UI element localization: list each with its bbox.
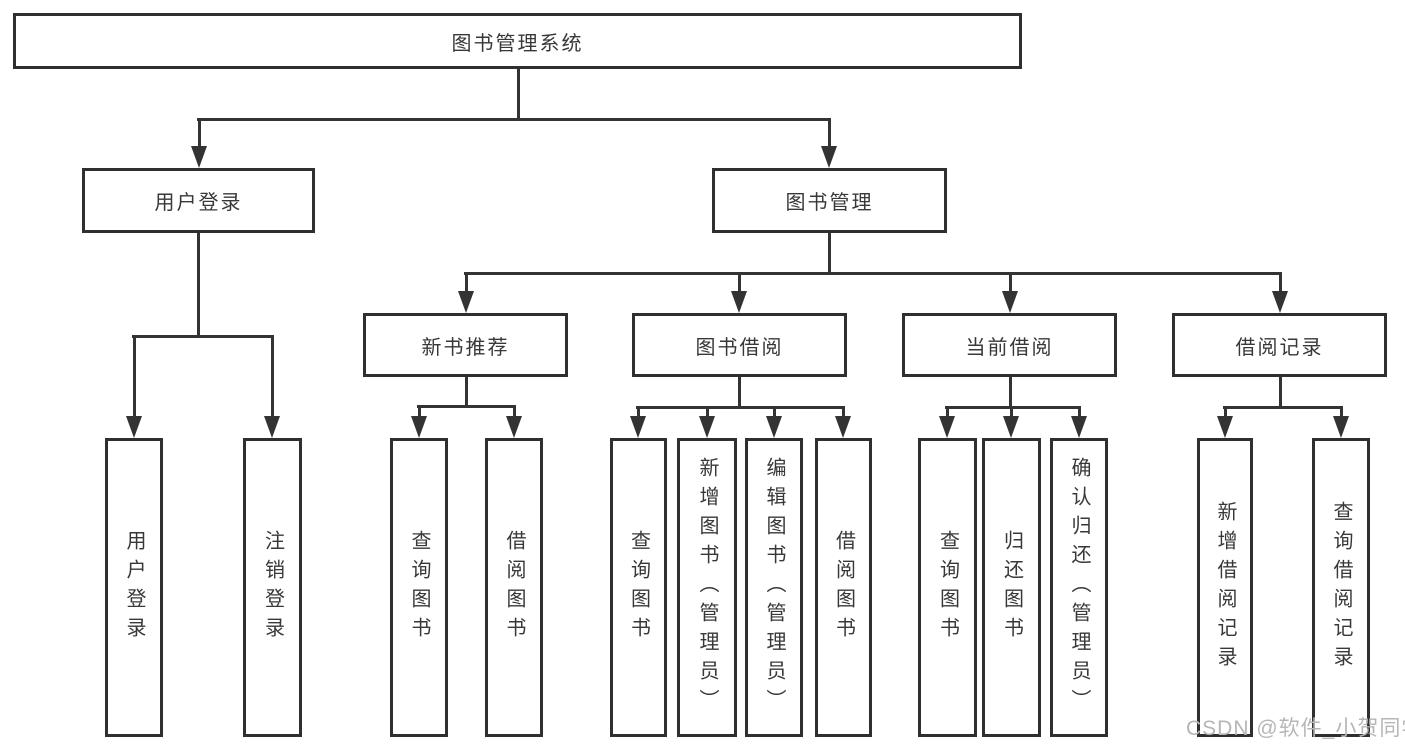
node-new-book-recommend: 新书推荐 (363, 313, 568, 377)
node-borrowing-records: 借阅记录 (1172, 313, 1387, 377)
arrowhead-down-icon (411, 416, 427, 438)
connector-line-vertical (197, 119, 201, 150)
arrowhead-down-icon (1217, 416, 1233, 438)
connector-line-vertical (1009, 407, 1013, 420)
connector-line-horizontal (197, 117, 831, 121)
connector-line-vertical (705, 407, 709, 420)
node-book-borrowing: 图书借阅 (632, 313, 847, 377)
arrowhead-down-icon (731, 291, 747, 313)
node-library-management-system: 图书管理系统 (13, 13, 1022, 69)
csdn-watermark: CSDN @软件_小贺同学 (1186, 717, 1405, 740)
node-user-login: 用户登录 (82, 168, 315, 233)
connector-line-vertical (737, 377, 741, 408)
leaf-borrow-books-recommend: 借阅图书 (485, 438, 543, 737)
leaf-user-login: 用户登录 (105, 438, 163, 737)
connector-line-vertical (1278, 377, 1282, 408)
arrowhead-down-icon (1333, 416, 1349, 438)
leaf-add-books-admin: 新增图书（管理员） (677, 438, 737, 737)
leaf-query-books-current: 查询图书 (918, 438, 977, 737)
connector-line-horizontal (636, 405, 845, 409)
arrowhead-down-icon (191, 146, 207, 168)
leaf-logout: 注销登录 (243, 438, 302, 737)
arrowhead-down-icon (630, 416, 646, 438)
leaf-return-books: 归还图书 (982, 438, 1041, 737)
leaf-query-books-borrowing: 查询图书 (610, 438, 667, 737)
connector-line-horizontal (132, 334, 274, 338)
connector-line-vertical (512, 406, 516, 420)
connector-line-vertical (1278, 273, 1282, 294)
arrowhead-down-icon (1003, 416, 1019, 438)
connector-line-vertical (841, 407, 845, 420)
leaf-edit-books-admin: 编辑图书（管理员） (745, 438, 803, 737)
arrowhead-down-icon (766, 416, 782, 438)
connector-line-vertical (1339, 407, 1343, 420)
arrowhead-down-icon (821, 146, 837, 168)
arrowhead-down-icon (1071, 416, 1087, 438)
connector-line-vertical (464, 273, 468, 294)
arrowhead-down-icon (1002, 291, 1018, 313)
leaf-confirm-return-admin: 确认归还（管理员） (1050, 438, 1108, 737)
arrowhead-down-icon (699, 416, 715, 438)
connector-line-vertical (827, 119, 831, 150)
connector-line-horizontal (417, 404, 516, 408)
arrowhead-down-icon (835, 416, 851, 438)
connector-line-vertical (1008, 273, 1012, 294)
arrowhead-down-icon (1272, 291, 1288, 313)
arrowhead-down-icon (458, 291, 474, 313)
connector-line-vertical (945, 407, 949, 420)
node-book-management: 图书管理 (712, 168, 947, 233)
connector-line-vertical (464, 377, 468, 407)
connector-line-vertical (417, 406, 421, 420)
arrowhead-down-icon (126, 416, 142, 438)
connector-line-horizontal (1223, 405, 1343, 409)
leaf-add-borrow-record: 新增借阅记录 (1197, 438, 1253, 737)
connector-line-vertical (132, 336, 136, 420)
connector-line-horizontal (464, 271, 1282, 275)
connector-line-horizontal (945, 405, 1081, 409)
arrowhead-down-icon (264, 416, 280, 438)
connector-line-vertical (737, 273, 741, 294)
connector-line-vertical (1008, 377, 1012, 408)
node-current-borrowing: 当前借阅 (902, 313, 1117, 377)
connector-line-vertical (827, 233, 831, 275)
connector-line-vertical (1077, 407, 1081, 420)
arrowhead-down-icon (939, 416, 955, 438)
leaf-borrow-books: 借阅图书 (815, 438, 872, 737)
connector-line-vertical (1223, 407, 1227, 420)
connector-line-vertical (636, 407, 640, 420)
leaf-query-borrow-record: 查询借阅记录 (1312, 438, 1370, 737)
arrowhead-down-icon (506, 416, 522, 438)
connector-line-vertical (270, 336, 274, 420)
connector-line-vertical (772, 407, 776, 420)
connector-line-vertical (196, 233, 200, 337)
connector-line-vertical (516, 69, 520, 121)
leaf-query-books-recommend: 查询图书 (390, 438, 448, 737)
